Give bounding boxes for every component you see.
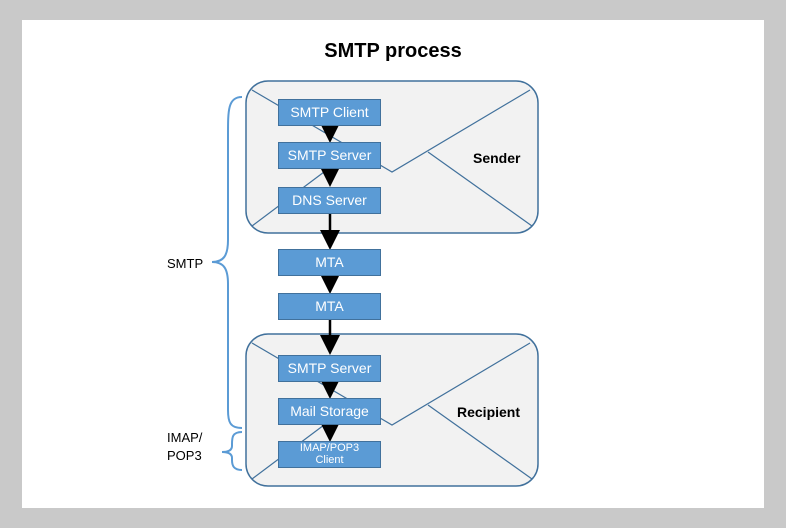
recipient-label: Recipient — [457, 404, 521, 420]
smtp-client-box: SMTP Client — [278, 99, 381, 126]
imap-pop3-protocol-label: IMAP/ POP3 — [167, 429, 202, 464]
smtp-brace — [211, 96, 243, 429]
imap-pop3-client-line2: Client — [315, 453, 344, 466]
imap-label-line2: POP3 — [167, 447, 202, 463]
sender-smtp-server-box: SMTP Server — [278, 142, 381, 169]
mail-storage-box: Mail Storage — [278, 398, 381, 425]
mta-box-2: MTA — [278, 293, 381, 320]
recipient-smtp-server-box: SMTP Server — [278, 355, 381, 382]
imap-pop3-client-line1: IMAP/POP3 — [299, 441, 360, 454]
dns-server-box: DNS Server — [278, 187, 381, 214]
imap-pop3-client-box: IMAP/POP3 Client — [278, 441, 381, 468]
imap-pop3-brace — [221, 431, 243, 471]
mta-box-1: MTA — [278, 249, 381, 276]
smtp-protocol-label: SMTP — [167, 256, 204, 271]
imap-label-line1: IMAP/ — [167, 430, 203, 445]
sender-label: Sender — [473, 150, 521, 166]
diagram-title: SMTP process — [324, 40, 462, 62]
